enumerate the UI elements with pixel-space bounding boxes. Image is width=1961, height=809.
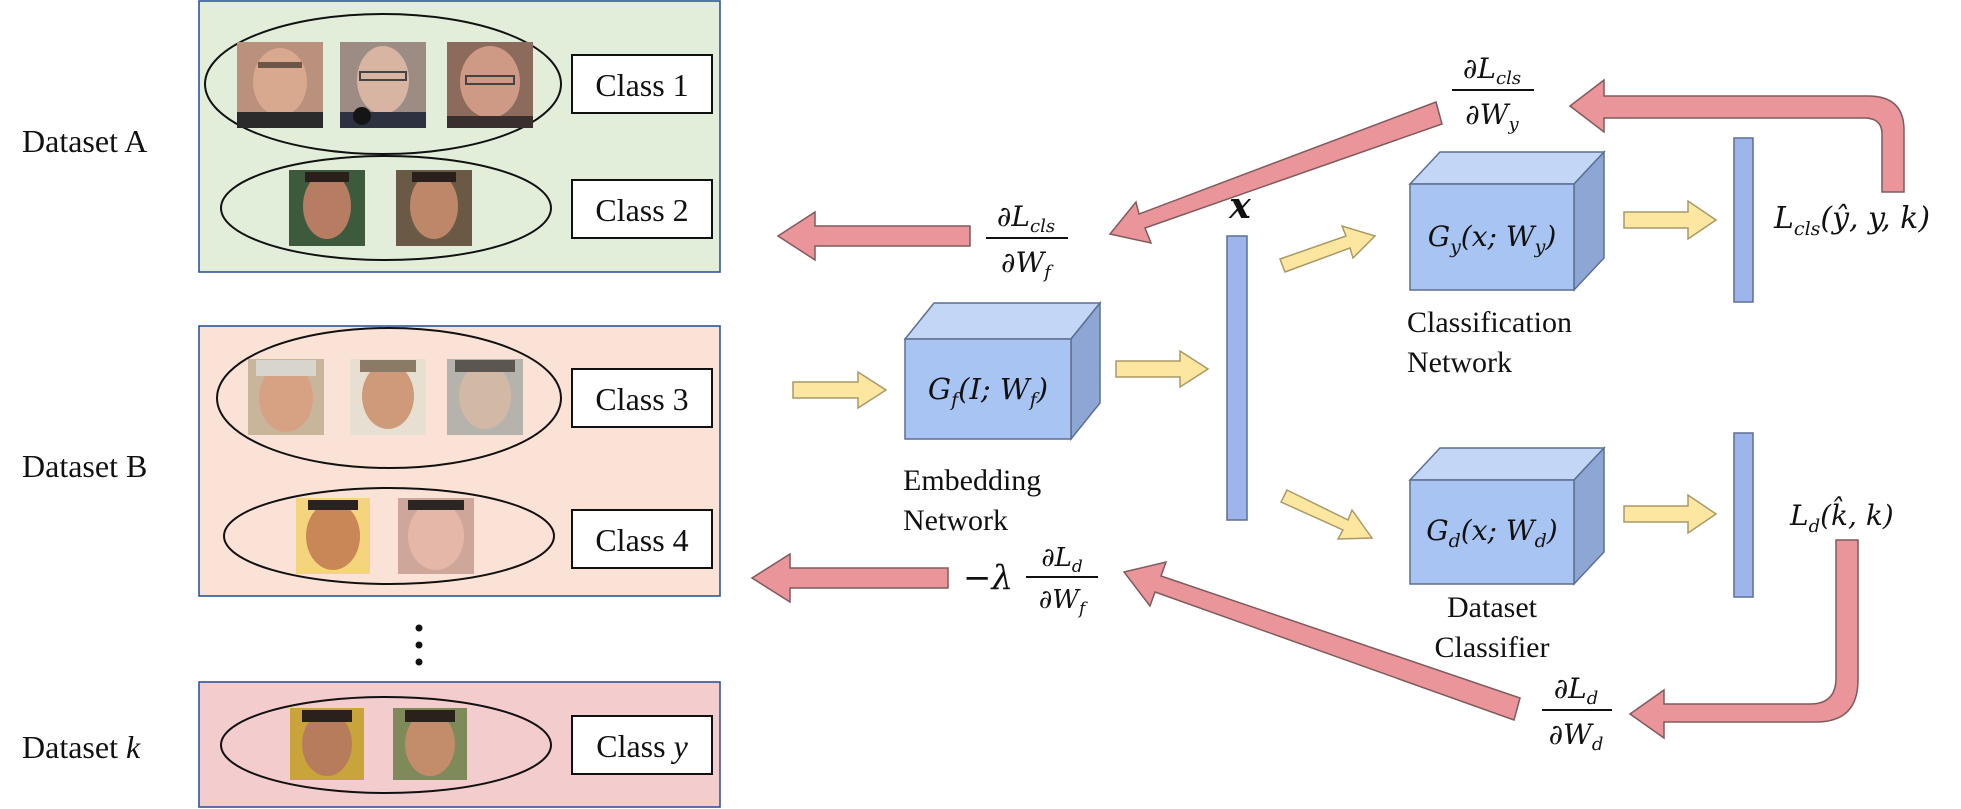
- backward-arrow-cls-curve: [1568, 78, 1905, 193]
- svg-text:∂Ld: ∂Ld: [1554, 672, 1599, 709]
- svg-text:−λ: −λ: [963, 558, 1013, 598]
- backward-arrow-to-dataset-a: [776, 210, 971, 262]
- svg-text:∂Lcls: ∂Lcls: [1463, 52, 1521, 89]
- forward-arrows: [792, 199, 1718, 540]
- classification-function-label: Gy(x; Wy): [1428, 220, 1557, 258]
- forward-arrow-embedding: [1115, 349, 1210, 389]
- classification-network-cube: Gy(x; Wy): [1408, 150, 1606, 292]
- face-thumbnail: [396, 170, 472, 246]
- backward-arrow-cls-diagonal: [1108, 101, 1443, 245]
- forward-arrow-to-dataset-classifier: [1279, 488, 1374, 540]
- svg-text:∂Wf: ∂Wf: [1039, 585, 1088, 619]
- classification-network-label-line1: Classification: [1407, 306, 1572, 339]
- face-thumbnail: [340, 42, 426, 128]
- face-thumbnail: [447, 359, 523, 435]
- dataset-classifier-function-label: Gd(x; Wd): [1426, 514, 1557, 552]
- class-2-ellipse: [220, 155, 552, 261]
- d-output-bar: [1733, 432, 1754, 598]
- d-loss-label: Ld(k̂, k): [1789, 497, 1894, 537]
- dataset-a-group: Class 1 Class 2: [198, 0, 721, 273]
- grad-cls-wf: ∂Lcls ∂Wf: [986, 200, 1068, 283]
- face-thumbnail: [296, 498, 370, 574]
- dataset-a-label: Dataset A: [22, 123, 147, 159]
- dataset-classifier-label-line1: Dataset: [1447, 591, 1538, 624]
- face-thumbnail: [393, 708, 467, 780]
- class-4-box: [571, 509, 713, 569]
- dataset-classifier-cube: Gd(x; Wd): [1408, 446, 1606, 586]
- face-thumbnail: [289, 170, 365, 246]
- dataset-k-label: Dataset k: [22, 729, 141, 765]
- backward-arrow-to-dataset-b: [750, 552, 949, 604]
- class-y-box: [571, 715, 713, 775]
- embedding-network-cube: Gf(I; Wf): [903, 300, 1102, 442]
- feature-vector-label: x: [1228, 185, 1251, 227]
- class-2-label: Class 2: [595, 192, 688, 228]
- svg-text:∂Lcls: ∂Lcls: [997, 200, 1055, 237]
- grad-cls-wy: ∂Lcls ∂Wy: [1452, 52, 1534, 135]
- face-thumbnail: [290, 708, 364, 780]
- face-thumbnail: [350, 359, 426, 435]
- class-3-ellipse: [216, 327, 562, 469]
- face-thumbnail: [398, 498, 474, 574]
- class-4-ellipse: [223, 487, 555, 585]
- svg-text:∂Wy: ∂Wy: [1465, 98, 1519, 135]
- forward-arrow-input: [792, 370, 888, 410]
- class-y-label: Class y: [596, 728, 688, 764]
- backward-arrow-d-curve: [1628, 539, 1859, 740]
- forward-arrow-d-loss: [1623, 493, 1718, 535]
- dataset-classifier-label-line2: Classifier: [1435, 631, 1550, 664]
- svg-text:∂Wf: ∂Wf: [1001, 246, 1054, 283]
- class-1-box: [571, 54, 713, 114]
- embedding-function-label: Gf(I; Wf): [928, 372, 1048, 411]
- class-1-ellipse: [204, 13, 562, 155]
- class-2-box: [571, 179, 713, 239]
- grad-d-wf: −λ ∂Ld ∂Wf: [963, 543, 1098, 619]
- svg-text:∂Wd: ∂Wd: [1549, 718, 1604, 755]
- face-thumbnail: [447, 42, 533, 128]
- backward-arrow-d-diagonal: [1122, 560, 1521, 721]
- forward-arrow-to-classifier: [1279, 224, 1377, 273]
- feature-vector-bar: [1226, 235, 1248, 521]
- class-3-label: Class 3: [595, 381, 688, 417]
- class-1-label: Class 1: [595, 67, 688, 103]
- face-thumbnail: [248, 359, 324, 435]
- face-thumbnail: [237, 42, 323, 128]
- backward-arrows: [750, 78, 1905, 740]
- forward-arrow-cls-loss: [1623, 199, 1718, 241]
- cls-loss-label: Lcls(ŷ, y, k): [1773, 201, 1930, 240]
- cls-output-bar: [1733, 137, 1754, 303]
- dataset-b-group: Class 3 Class 4: [198, 325, 721, 597]
- more-datasets-ellipsis: [415, 624, 423, 666]
- embedding-network-label-line1: Embedding: [903, 464, 1041, 497]
- class-3-box: [571, 368, 713, 428]
- classification-network-label-line2: Network: [1407, 346, 1512, 379]
- svg-text:∂Ld: ∂Ld: [1041, 543, 1083, 577]
- dataset-k-group: Class y: [198, 681, 721, 808]
- class-y-ellipse: [220, 696, 552, 794]
- embedding-network-label-line2: Network: [903, 504, 1008, 537]
- dataset-b-label: Dataset B: [22, 448, 147, 484]
- class-4-label: Class 4: [595, 522, 688, 558]
- grad-d-wd: ∂Ld ∂Wd: [1542, 672, 1612, 755]
